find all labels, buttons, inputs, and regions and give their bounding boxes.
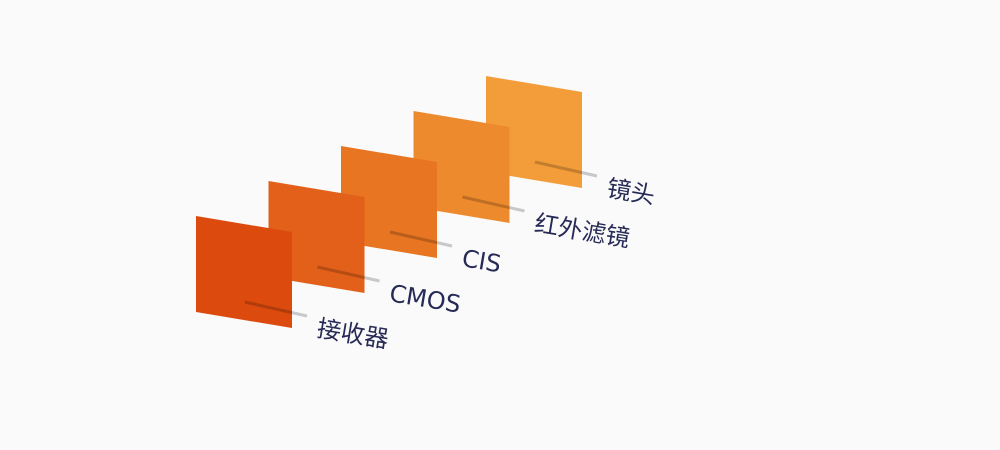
layer-label: 镜头 — [605, 174, 657, 210]
layer-1: 镜头 — [486, 76, 657, 210]
leader-line — [534, 160, 598, 178]
leader-line — [317, 265, 380, 283]
layer-3: CIS — [341, 146, 503, 278]
layer-panel — [341, 146, 437, 258]
layer-label: 红外滤镜 — [533, 209, 632, 252]
layer-label: CMOS — [388, 279, 463, 318]
layer-panel — [486, 76, 582, 188]
leader-line — [462, 195, 525, 213]
leader-line — [389, 230, 453, 248]
layer-panel — [413, 111, 510, 223]
layer-label: 接收器 — [315, 314, 391, 353]
layer-panel — [196, 216, 292, 328]
layer-label: CIS — [460, 244, 503, 278]
layer-panel — [268, 181, 365, 293]
leader-line — [244, 300, 308, 318]
